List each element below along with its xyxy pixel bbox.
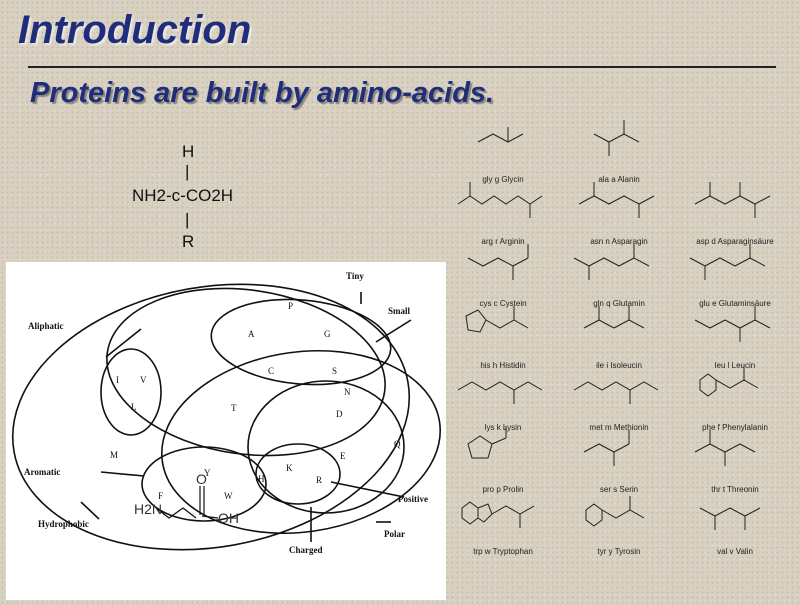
inset-hydroxyl: OH <box>218 510 239 526</box>
amino-acid-name: thr t Threonin <box>711 485 759 494</box>
venn-label-small: Small <box>388 306 411 316</box>
amino-acid-cell-glu: glu e Glutaminsäure <box>680 236 790 308</box>
formula-residue-r: R <box>182 232 195 251</box>
venn-letter: T <box>231 403 237 413</box>
amino-acid-cell-gly: gly g Glycin <box>448 112 558 184</box>
amino-acid-name: val v Valin <box>717 547 753 556</box>
amino-acid-venn-diagram: Tiny Small Aliphatic Aromatic Hydrophobi… <box>6 262 446 600</box>
venn-svg: Tiny Small Aliphatic Aromatic Hydrophobi… <box>11 271 442 555</box>
amino-acid-name: pro p Prolin <box>482 485 524 494</box>
title-divider <box>28 66 776 68</box>
amino-acid-name: phe f Phenylalanin <box>702 423 768 432</box>
venn-letter: I <box>116 375 119 385</box>
set-charged-ellipse <box>247 380 405 514</box>
venn-label-aliphatic: Aliphatic <box>28 321 64 331</box>
slide-subtitle: Proteins are built by amino-acids. <box>30 77 495 109</box>
amino-acid-cell-gln: gln q Glutamin <box>564 236 674 308</box>
amino-acid-cell-ser: ser s Serin <box>564 422 674 494</box>
slide-title: Introduction <box>18 8 252 52</box>
amino-acid-name: asn n Asparagin <box>590 237 648 246</box>
venn-letter: D <box>336 409 343 419</box>
formula-top-bond: | <box>185 162 190 181</box>
amino-acid-name: tyr y Tyrosin <box>597 547 641 556</box>
amino-acid-name: asp d Asparaginsäure <box>696 237 774 246</box>
venn-letter: P <box>288 301 293 311</box>
amino-acid-name: lys k Lysin <box>484 423 522 432</box>
amino-acid-cell-asp: asp d Asparaginsäure <box>680 174 790 246</box>
venn-letter: V <box>140 375 147 385</box>
venn-letter: N <box>344 387 351 397</box>
amino-acid-name: met m Methionin <box>589 423 649 432</box>
venn-letter: W <box>224 491 233 501</box>
amino-acid-cell-pro: pro p Prolin <box>448 422 558 494</box>
venn-label-aromatic: Aromatic <box>24 467 60 477</box>
amino-acid-name: gly g Glycin <box>482 175 524 184</box>
venn-letter: S <box>332 366 337 376</box>
venn-label-polar: Polar <box>384 529 405 539</box>
venn-letter: K <box>286 463 293 473</box>
amino-acid-cell-cys: cys c Cystein <box>448 236 558 308</box>
venn-letter: E <box>340 451 346 461</box>
amino-acid-name: his h Histidin <box>480 361 526 370</box>
amino-acid-cell-ile: ile i Isoleucin <box>564 298 674 370</box>
venn-letter: R <box>316 475 322 485</box>
amino-acid-cell-asn: asn n Asparagin <box>564 174 674 246</box>
amino-acid-cell-his: his h Histidin <box>448 298 558 370</box>
venn-letter: Q <box>394 439 401 449</box>
venn-letter: Y <box>204 468 211 478</box>
set-polar-ellipse <box>160 349 442 535</box>
amino-acid-name: ala a Alanin <box>598 175 640 184</box>
amino-acid-name: ile i Isoleucin <box>596 361 642 370</box>
venn-letter: L <box>131 402 137 412</box>
amino-acid-name: glu e Glutaminsäure <box>699 299 771 308</box>
inset-amine: H2N <box>134 501 162 517</box>
amino-acid-name: cys c Cystein <box>479 299 527 308</box>
venn-letter: H <box>258 474 265 484</box>
amino-acid-cell-leu: leu l Leucin <box>680 298 790 370</box>
amino-acid-cell-ala: ala a Alanin <box>564 112 674 184</box>
amino-acid-cell-val: val v Valin <box>680 484 790 556</box>
venn-label-tiny: Tiny <box>346 271 364 281</box>
venn-label-hydrophobic: Hydrophobic <box>38 519 89 529</box>
formula-top-h: H <box>182 142 195 161</box>
venn-letter: C <box>268 366 274 376</box>
amino-acid-cell-met: met m Methionin <box>564 360 674 432</box>
formula-backbone: NH2-c-CO2H <box>132 186 234 205</box>
amino-acid-cell-arg: arg r Arginin <box>448 174 558 246</box>
amino-acid-name: gln q Glutamin <box>593 299 645 308</box>
set-hydrophobic-ellipse <box>11 283 411 551</box>
amino-acid-inset-structure: H2N O OH <box>134 471 239 526</box>
set-positive-ellipse <box>255 443 341 505</box>
venn-label-positive: Positive <box>398 494 428 504</box>
amino-acid-cell-tyr: tyr y Tyrosin <box>564 484 674 556</box>
formula-bottom-bond: | <box>185 210 190 229</box>
venn-letter: G <box>324 329 331 339</box>
set-aliphatic-ellipse <box>100 348 162 436</box>
amino-acid-name: trp w Tryptophan <box>473 547 533 556</box>
amino-acid-name: ser s Serin <box>599 485 639 494</box>
venn-label-charged: Charged <box>289 545 323 555</box>
amino-acid-cell-lys: lys k Lysin <box>448 360 558 432</box>
amino-acid-cell-thr: thr t Threonin <box>680 422 790 494</box>
amino-acid-cell-phe: phe f Phenylalanin <box>680 360 790 432</box>
venn-letter: M <box>110 450 118 460</box>
venn-letter: A <box>248 329 255 339</box>
set-aromatic-ellipse <box>141 446 267 522</box>
amino-acid-name: leu l Leucin <box>714 361 756 370</box>
amino-acid-structure-grid: gly g Glycin ala a Alanin arg r Arginin … <box>448 112 800 600</box>
venn-letters: P A G C S I V L T N D M E Q F Y W H K R <box>110 301 401 501</box>
amino-acid-name: arg r Arginin <box>481 237 525 246</box>
venn-letter: F <box>158 491 163 501</box>
amino-acid-cell-trp: trp w Tryptophan <box>448 484 558 556</box>
inset-oxygen: O <box>196 471 207 487</box>
set-small-ellipse <box>106 287 386 457</box>
set-tiny-ellipse <box>210 298 392 386</box>
